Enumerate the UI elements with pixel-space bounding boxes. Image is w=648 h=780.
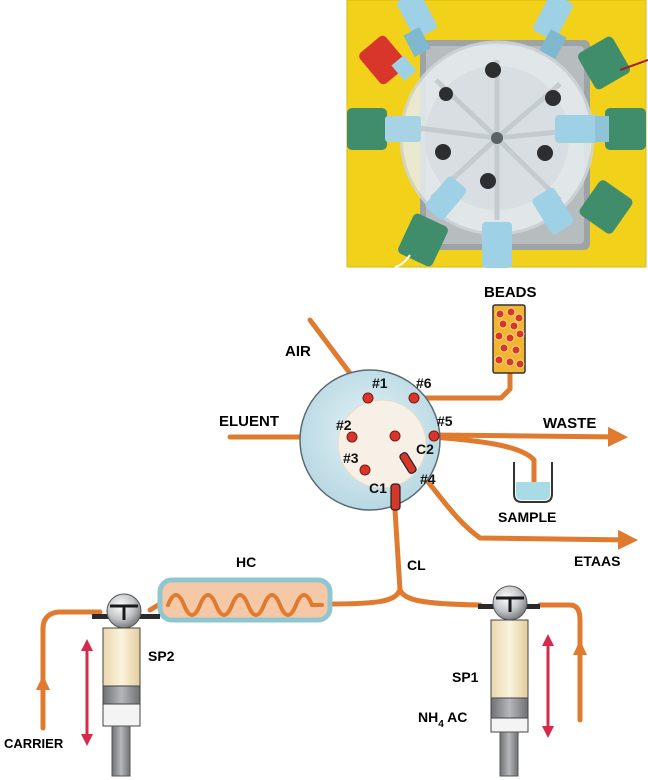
coupling-c1-label: C1 (369, 480, 387, 496)
port-6 (408, 392, 420, 404)
valve-center-port (389, 430, 401, 442)
coupling-c2 (399, 452, 417, 474)
fitting-green (347, 108, 421, 150)
syringe-pump-sp2 (81, 593, 160, 777)
port-2 (346, 431, 358, 443)
syringe-pump-sp1 (478, 585, 554, 777)
eluent-label: ELUENT (219, 413, 279, 430)
nh4ac-label: NH4 AC (418, 709, 467, 730)
air-label: AIR (285, 343, 311, 360)
sp1-plunger-rod (499, 731, 519, 777)
sp2-label: SP2 (148, 648, 175, 664)
port-1 (362, 392, 374, 404)
port-3 (359, 464, 371, 476)
cl-label: CL (407, 557, 426, 573)
port-5 (428, 430, 440, 442)
port-3-label: #3 (343, 450, 359, 466)
port-5-label: #5 (437, 413, 453, 429)
valve-rotor (337, 399, 427, 489)
beads-line (411, 369, 513, 401)
sp2-barrel (102, 627, 141, 687)
nh4ac-line (537, 602, 583, 723)
fitting-green (579, 180, 633, 234)
waste-line (431, 426, 628, 447)
fitting-blue (397, 0, 437, 57)
fitting-blue (555, 115, 599, 143)
port-6-label: #6 (416, 375, 432, 391)
coupling-c2-label: C2 (416, 441, 434, 457)
sample-cup-icon (513, 462, 553, 503)
junction-right-line (397, 587, 483, 608)
fitting-red (359, 35, 417, 85)
holding-coil (157, 577, 333, 623)
sp1-barrel (490, 619, 529, 699)
fitting-green (595, 108, 646, 150)
sample-label: SAMPLE (498, 509, 556, 525)
holding-coil-winding (166, 593, 324, 617)
port-4-label: #4 (420, 471, 436, 487)
beads-label: BEADS (484, 284, 537, 301)
port-1-label: #1 (372, 375, 388, 391)
fitting-green (398, 213, 448, 267)
fitting-blue (482, 222, 512, 268)
coupling-c1 (390, 483, 401, 511)
nh4ac-flow-arrow (573, 640, 587, 655)
sample-line (431, 434, 537, 485)
sp1-plunger-head (490, 697, 529, 719)
fitting-blue (532, 187, 574, 235)
junction-left-line (327, 587, 403, 607)
sp2-plunger-rod (111, 725, 131, 777)
sp2-plunger-head (102, 685, 141, 705)
fitting-blue (533, 0, 573, 59)
fitting-blue (425, 176, 467, 220)
port-2-label: #2 (336, 417, 352, 433)
cl-line (392, 507, 403, 593)
carrier-label: CARRIER (4, 736, 64, 751)
beads-column (492, 304, 526, 374)
holding-coil-label: HC (236, 554, 256, 570)
etaas-line (415, 467, 638, 550)
waste-label: WASTE (543, 415, 596, 432)
etaas-label: ETAAS (574, 553, 620, 569)
sp1-label: SP1 (452, 669, 479, 685)
fitting-green (578, 36, 630, 90)
carrier-flow-arrow (36, 675, 50, 690)
multiport-selection-valve-photo (346, 0, 648, 268)
carrier-line (40, 609, 103, 731)
selection-valve: #1 #2 #3 #4 #5 #6 C2 C1 (299, 369, 453, 511)
